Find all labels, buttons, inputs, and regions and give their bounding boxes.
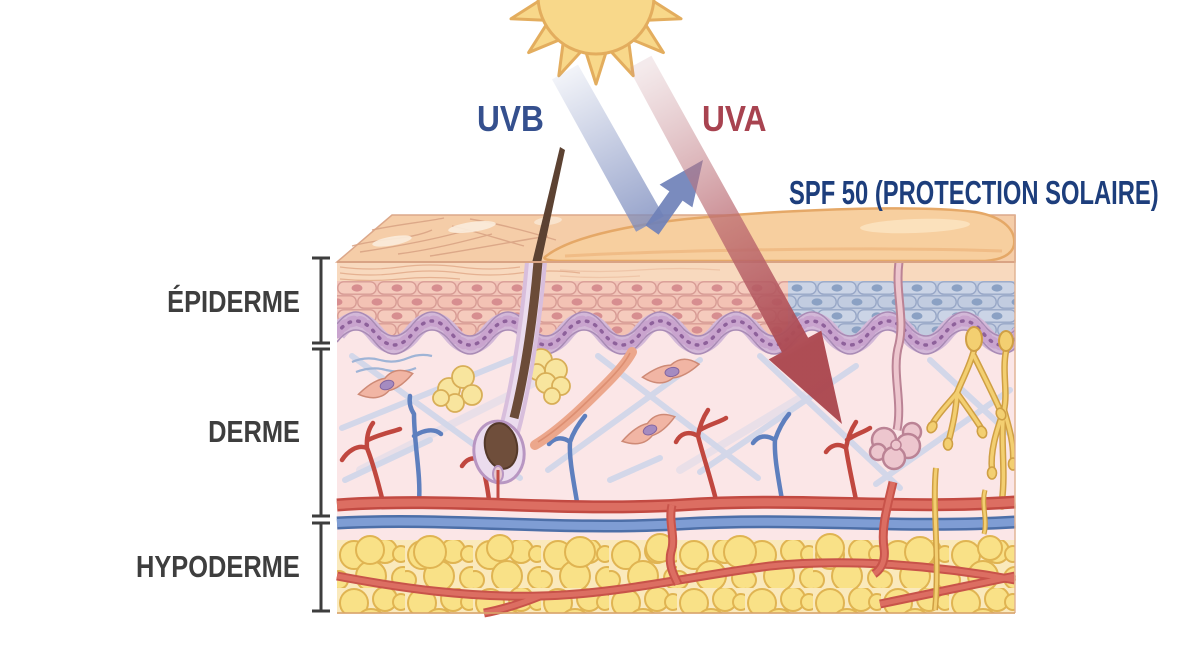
sun-icon [507,0,685,86]
uva-label: UVA [702,98,767,139]
layer-label-epidermis: ÉPIDERME [167,284,300,319]
stratum-corneum-band [337,262,1015,282]
layer-label-hypodermis: HYPODERME [136,549,300,584]
nerve-bulb-receptor [965,326,983,352]
nerve-strand-deep [931,467,988,611]
hair-shaft [532,147,565,263]
cream-highlight [860,218,970,234]
hair-follicle [472,262,547,500]
vascular-plexus [336,495,1016,533]
elastin-fibers [351,353,433,374]
capillaries-blue [407,393,792,505]
layer-brackets [312,256,330,613]
sweat-gland [868,262,923,471]
dermis-bracket [312,347,330,518]
hypodermis-layer [336,533,1016,618]
sebaceous-gland [432,348,571,413]
fat-lobules [355,533,1003,569]
uvb-label: UVB [477,98,544,139]
arrector-pili-muscle [530,347,637,450]
fibroblast-cells [357,358,701,445]
spf-protection-label: SPF 50 (PROTECTION SOLAIRE) [789,174,1159,211]
vessel-connectors [665,480,898,587]
uva-penetrating-arrow [628,55,842,425]
epidermis-bracket [312,256,330,345]
skin-block [334,147,1016,618]
hypodermis-bracket [312,521,330,613]
uva-ray [628,55,842,425]
basal-layer [337,311,1015,355]
layer-label-dermis: DERME [208,414,300,449]
